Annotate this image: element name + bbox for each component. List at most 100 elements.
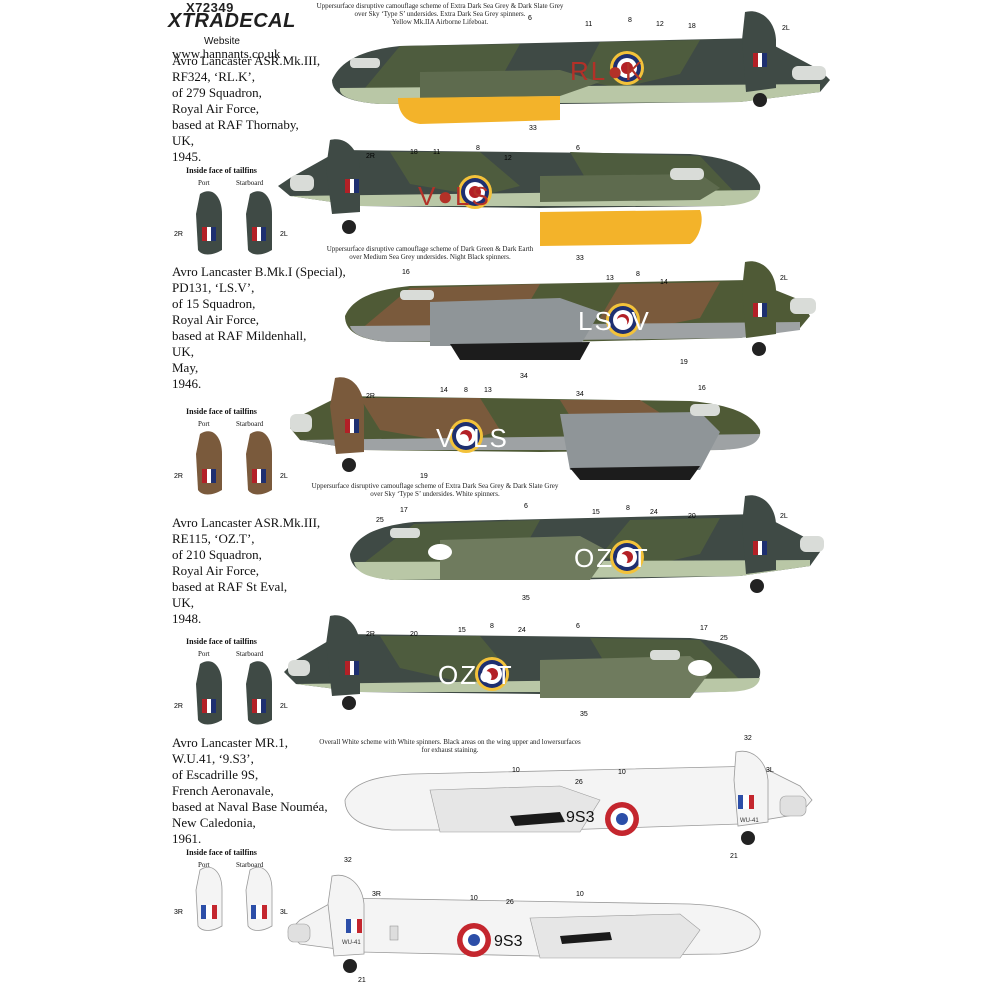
- code-ozt-starboard: OZ●T: [574, 543, 650, 573]
- svg-text:35: 35: [580, 711, 588, 718]
- svg-text:2L: 2L: [780, 513, 788, 520]
- svg-text:10: 10: [512, 767, 520, 774]
- tailfins-set-2: [196, 431, 272, 495]
- svg-text:11: 11: [433, 149, 440, 156]
- svg-text:2L: 2L: [782, 25, 790, 32]
- svg-text:15: 15: [592, 509, 600, 516]
- svg-text:2R: 2R: [174, 473, 183, 480]
- svg-text:32: 32: [344, 857, 352, 864]
- tailfin-block-3: Inside face of tailfins Port Starboard: [186, 637, 264, 658]
- scheme-1-note: Uppersurface disruptive camouflage schem…: [316, 2, 564, 26]
- scheme-3-note: Uppersurface disruptive camouflage schem…: [311, 482, 559, 498]
- svg-text:21: 21: [730, 853, 738, 860]
- profile-5-ozt-starboard: [350, 495, 824, 593]
- svg-text:19: 19: [680, 359, 688, 366]
- svg-text:8: 8: [490, 623, 494, 630]
- svg-text:12: 12: [656, 21, 664, 28]
- svg-text:26: 26: [506, 899, 514, 906]
- profile-3-lsv-starboard: [345, 261, 816, 360]
- svg-text:3L: 3L: [766, 767, 774, 774]
- svg-text:34: 34: [576, 391, 584, 398]
- svg-text:17: 17: [400, 507, 408, 514]
- svg-text:10: 10: [618, 769, 626, 776]
- tailfin-block-4: Inside face of tailfins Port Starboard: [186, 848, 264, 869]
- svg-text:16: 16: [698, 385, 706, 392]
- svg-text:19: 19: [420, 473, 428, 480]
- svg-text:WU-41: WU-41: [740, 818, 759, 824]
- scheme-2-note: Uppersurface disruptive camouflage schem…: [326, 245, 534, 261]
- svg-text:18: 18: [688, 23, 696, 30]
- tailfins-set-3: [196, 661, 272, 725]
- scheme-1-title: Avro Lancaster ASR.Mk.III,RF324, ‘RL.K’,…: [172, 53, 321, 164]
- scheme-4-title: Avro Lancaster MR.1,W.U.41, ‘9.S3’,of Es…: [172, 735, 328, 846]
- svg-text:6: 6: [528, 15, 532, 22]
- svg-text:6: 6: [576, 145, 580, 152]
- svg-text:20: 20: [688, 513, 696, 520]
- svg-text:14: 14: [660, 279, 668, 286]
- svg-text:16: 16: [402, 269, 410, 276]
- svg-text:2L: 2L: [780, 275, 788, 282]
- svg-text:2L: 2L: [280, 473, 288, 480]
- code-lsv-starboard: LS●V: [578, 306, 651, 336]
- code-9s3-port: 9S3: [494, 933, 523, 950]
- svg-text:13: 13: [606, 275, 614, 282]
- svg-text:2R: 2R: [366, 631, 375, 638]
- website-label: Website: [204, 36, 240, 47]
- callouts-profile-5: 25 17 6 15 8 24 20 2L 35: [376, 503, 788, 602]
- profile-1-rlk-starboard: [332, 11, 830, 124]
- code-rlk-port: V●LS: [418, 181, 491, 211]
- svg-text:6: 6: [576, 623, 580, 630]
- scheme-3-title: Avro Lancaster ASR.Mk.III,RE115, ‘OZ.T’,…: [172, 515, 321, 626]
- tailfins-set-4: [195, 866, 273, 931]
- svg-text:2L: 2L: [280, 231, 288, 238]
- svg-text:3R: 3R: [372, 891, 381, 898]
- tailfin-block-2: Inside face of tailfins Port Starboard: [186, 407, 264, 428]
- callouts-profile-2: 2R 18 11 8 12 6 33: [366, 145, 584, 262]
- svg-text:18: 18: [410, 149, 418, 156]
- code-rlk-starboard: RL●K: [570, 56, 644, 86]
- svg-text:15: 15: [458, 627, 466, 634]
- website-url[interactable]: www.hannants.co.uk: [172, 46, 281, 61]
- code-lsv-port: V●LS: [436, 423, 509, 453]
- tailfin-labels: 2R 2L 2R 2L 2R 2L 3R 3L: [174, 231, 288, 916]
- callouts-profile-8: 32 3R 10 26 10 21: [344, 857, 584, 984]
- svg-text:12: 12: [504, 155, 512, 162]
- svg-text:8: 8: [626, 505, 630, 512]
- svg-text:14: 14: [440, 387, 448, 394]
- code-9s3-starboard: 9S3: [566, 809, 595, 826]
- svg-text:2R: 2R: [366, 153, 375, 160]
- svg-text:2L: 2L: [280, 703, 288, 710]
- svg-text:25: 25: [376, 517, 384, 524]
- callouts-profile-6: 2R 20 15 8 24 6 17 25 35: [366, 623, 728, 718]
- svg-text:8: 8: [628, 17, 632, 24]
- svg-text:33: 33: [576, 255, 584, 262]
- svg-text:32: 32: [744, 735, 752, 742]
- svg-text:2R: 2R: [366, 393, 375, 400]
- product-code: X72349: [186, 0, 234, 15]
- svg-text:26: 26: [575, 779, 583, 786]
- svg-text:24: 24: [518, 627, 526, 634]
- svg-text:24: 24: [650, 509, 658, 516]
- profile-2-rlk-port: [278, 139, 761, 246]
- callouts-profile-7: 10 26 10 32 3L 21: [512, 735, 774, 860]
- svg-text:3R: 3R: [174, 909, 183, 916]
- callouts-profile-1: 6 11 8 12 18 2L 33: [528, 15, 790, 132]
- svg-text:8: 8: [476, 145, 480, 152]
- profile-4-lsv-port: [290, 377, 761, 480]
- profile-6-ozt-port: [284, 615, 761, 710]
- svg-text:33: 33: [529, 125, 537, 132]
- svg-text:13: 13: [484, 387, 492, 394]
- callouts-profile-3: 16 13 8 14 2L 34 19: [402, 269, 788, 380]
- svg-text:6: 6: [524, 503, 528, 510]
- svg-text:10: 10: [470, 895, 478, 902]
- profile-8-9s3-port: WU-41: [287, 874, 761, 973]
- svg-text:8: 8: [464, 387, 468, 394]
- svg-text:35: 35: [522, 595, 530, 602]
- brand-logo: XTRADECAL: [168, 10, 296, 32]
- svg-text:2R: 2R: [174, 703, 183, 710]
- tailfins-set-1: [196, 191, 272, 255]
- svg-text:2R: 2R: [174, 231, 183, 238]
- svg-text:WU-41: WU-41: [342, 940, 361, 946]
- code-ozt-port: OZ●T: [438, 660, 514, 690]
